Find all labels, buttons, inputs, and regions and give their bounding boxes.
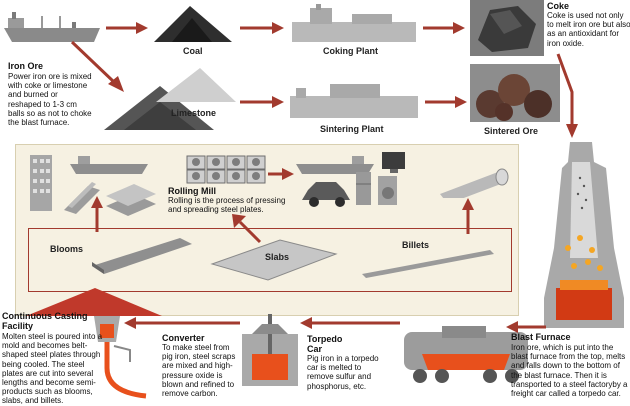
arrow-coke-to-furnace (556, 53, 578, 138)
sintered-ore-label: Sintered Ore (484, 126, 539, 136)
coal-pile-icon (154, 6, 232, 42)
product-ship-icon (296, 156, 374, 174)
limestone-pile-icon (156, 68, 236, 102)
billet-bar-icon (362, 250, 494, 278)
ore-ship-icon (4, 12, 100, 42)
sintering-plant-icon (290, 84, 418, 118)
arrow-blooms-up (91, 196, 103, 232)
arrow-converter-to-casting (124, 317, 240, 329)
limestone-label: Limestone (171, 108, 217, 118)
steel-ship-icon (70, 156, 148, 174)
arrow-to-sintering-plant (240, 96, 284, 108)
arrow-to-coal (106, 22, 148, 34)
car-icon (302, 182, 350, 207)
billets-label: Billets (402, 240, 430, 250)
slab-icon (210, 239, 338, 281)
coke-title: Coke (547, 1, 570, 11)
continuous-casting-description: Molten steel is poured into a mold and b… (2, 332, 103, 406)
arrow-to-coking-plant (240, 22, 284, 34)
torpedo-car-title: Torpedo Car (307, 334, 343, 354)
blast-furnace-icon (544, 142, 624, 328)
blooms-label: Blooms (50, 244, 84, 254)
tv-icon (382, 152, 405, 173)
rolling-mill-description: Rolling is the process of pressing and s… (168, 196, 286, 215)
arrow-furnace-to-torpedo (506, 321, 546, 333)
coke-image (470, 0, 544, 56)
iron-ore-title: Iron Ore (8, 61, 44, 71)
converter-title: Converter (162, 333, 205, 343)
coke-description: Coke is used not only to melt iron ore b… (547, 11, 630, 48)
casting-machine-icon (94, 316, 147, 399)
semi-products-box (28, 228, 512, 292)
continuous-casting-title: Continuous Casting Facility (2, 311, 88, 331)
arrow-billets-up (462, 198, 474, 234)
rolling-mill-title: Rolling Mill (168, 186, 216, 196)
bloom-bar-icon (92, 238, 192, 274)
steel-beam-icon (64, 182, 100, 214)
building-icon (30, 155, 52, 211)
iron-ore-pile-icon (104, 86, 214, 130)
blast-furnace-description: Iron ore, which is put into the blast fu… (511, 343, 628, 399)
slabs-label: Slabs (265, 252, 290, 262)
fridge-icon (356, 172, 371, 205)
washer-icon (378, 176, 397, 205)
coking-plant-label: Coking Plant (323, 46, 379, 56)
blast-furnace-title: Blast Furnace (511, 332, 571, 342)
arrow-to-ore-pile (70, 40, 124, 92)
arrow-to-products (268, 168, 294, 180)
arrow-slabs-to-mill (232, 214, 262, 244)
steel-pipe-icon (440, 168, 509, 198)
arrow-to-coke (423, 22, 465, 34)
iron-ore-description: Power iron ore is mixed with coke or lim… (8, 72, 92, 128)
rolling-mill-icon (186, 155, 266, 184)
arrow-torpedo-to-converter (300, 317, 400, 329)
sintering-plant-label: Sintering Plant (320, 124, 384, 134)
torpedo-car-icon (404, 326, 528, 383)
casting-triangle (26, 288, 162, 316)
coal-label: Coal (183, 46, 203, 56)
coking-plant-icon (292, 4, 416, 42)
torpedo-car-description: Pig iron in a torpedo car is melted to r… (307, 354, 379, 391)
steel-sheet-icon (106, 184, 156, 216)
sintered-ore-image (470, 64, 560, 122)
converter-description: To make steel from pig iron, steel scrap… (162, 343, 236, 399)
converter-icon (242, 314, 298, 386)
arrow-to-sintered-ore (425, 96, 467, 108)
